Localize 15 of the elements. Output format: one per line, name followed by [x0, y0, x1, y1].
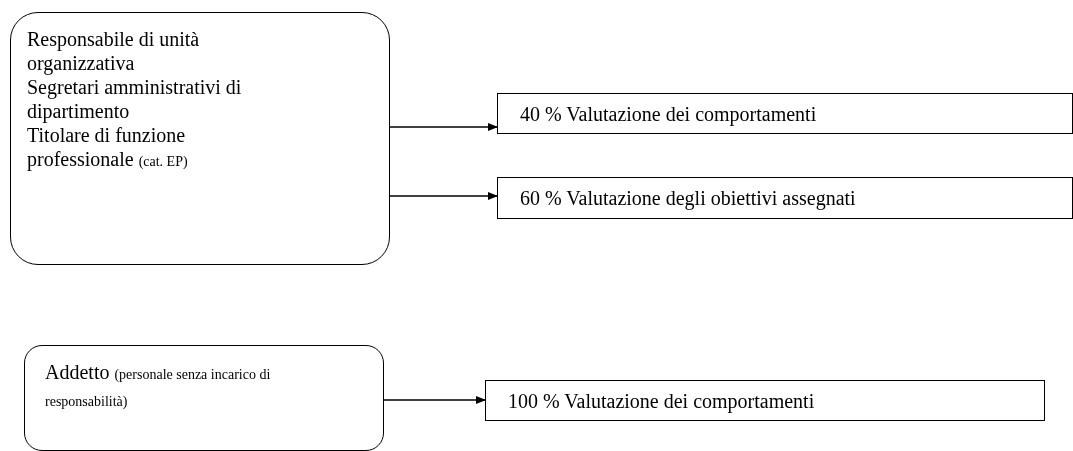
node-text: Responsabile di unità organizzativa — [27, 27, 201, 75]
node-text: 100 % Valutazione dei comportamenti — [508, 389, 816, 413]
result-box — [497, 177, 1073, 219]
node-text: 40 % Valutazione dei comportamenti — [520, 102, 818, 126]
result-box — [485, 380, 1045, 421]
arrow — [389, 192, 498, 200]
arrow — [389, 123, 498, 131]
rounded-box — [10, 12, 390, 265]
node-text: Titolare di funzione professionale (cat. EP) — [27, 123, 189, 173]
result-box — [497, 93, 1073, 134]
rounded-box — [24, 345, 384, 451]
arrow — [383, 396, 486, 404]
node-text: 60 % Valutazione degli obiettivi assegnati — [520, 186, 857, 210]
node-text: Addetto (personale senza incarico di responsabilità) — [45, 360, 272, 411]
node-text: Segretari amministrativi di dipartimento — [27, 75, 243, 123]
